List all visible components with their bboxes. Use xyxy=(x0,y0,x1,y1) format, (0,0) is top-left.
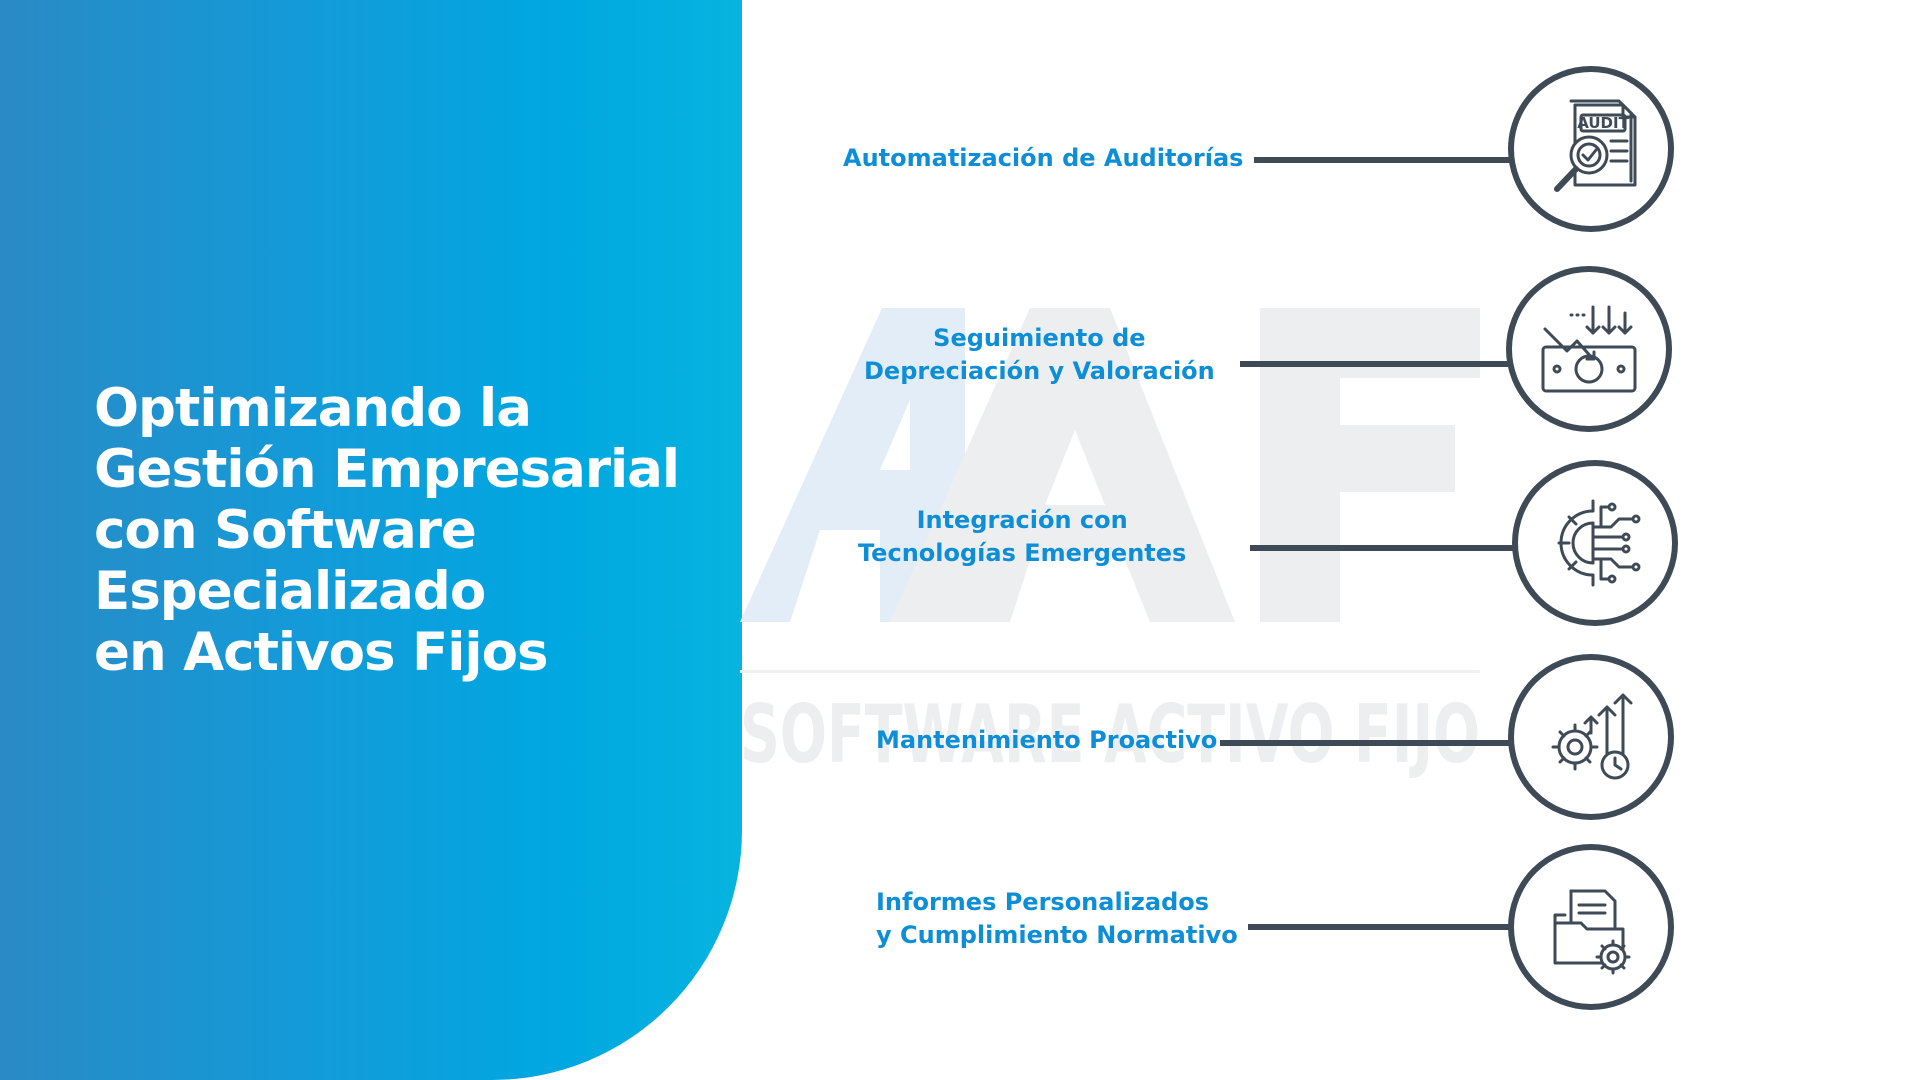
icon-circle-maintenance xyxy=(1508,654,1674,820)
title-line: con Software xyxy=(94,500,477,561)
depreciation-money-icon xyxy=(1541,305,1637,393)
page-title: Optimizando la Gestión Empresarial con S… xyxy=(94,378,734,683)
maintenance-gears-icon xyxy=(1551,693,1633,780)
connector-line xyxy=(1220,740,1512,746)
title-line: Especializado xyxy=(94,561,486,622)
connector-line xyxy=(1240,361,1510,367)
topic-label-auditorias: Automatización de Auditorías xyxy=(843,144,1244,172)
report-folder-gear-icon xyxy=(1553,889,1631,975)
icon-circle-tech xyxy=(1512,460,1678,626)
topic-label-depreciacion: Seguimiento de Depreciación y Valoración xyxy=(864,324,1215,385)
title-line: Gestión Empresarial xyxy=(94,439,680,500)
left-gradient-panel xyxy=(0,0,742,1080)
icon-circle-reports xyxy=(1508,844,1674,1010)
icon-circle-depreciation xyxy=(1506,266,1672,432)
audit-magnifier-icon: AUDIT xyxy=(1554,99,1637,192)
topic-label-integracion: Integración con Tecnologías Emergentes xyxy=(858,506,1187,567)
title-line: Optimizando la xyxy=(94,378,532,439)
connector-line xyxy=(1250,545,1516,551)
audit-icon-text: AUDIT xyxy=(1577,114,1629,132)
gear-circuit-icon xyxy=(1557,499,1641,587)
title-line: en Activos Fijos xyxy=(94,622,549,683)
icon-circle-audit: AUDIT xyxy=(1508,66,1674,232)
topic-label-informes: Informes Personalizados y Cumplimiento N… xyxy=(876,888,1238,949)
connector-line xyxy=(1254,157,1512,163)
connector-line xyxy=(1248,924,1512,930)
topic-label-mantenimiento: Mantenimiento Proactivo xyxy=(876,726,1218,754)
